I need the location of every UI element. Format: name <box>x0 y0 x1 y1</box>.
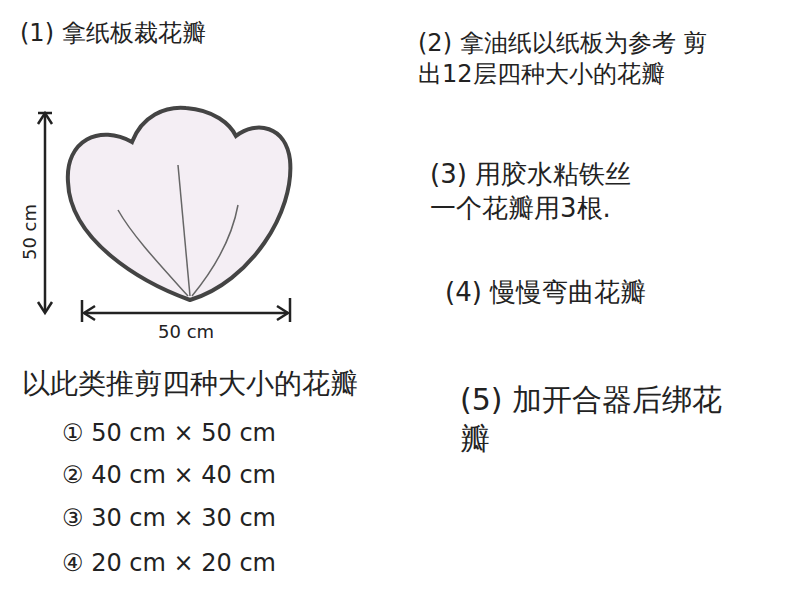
step-text: (3) 用胶水粘铁丝 一个花瓣用3根. <box>430 158 656 226</box>
size-item: ② 40 cm × 40 cm <box>62 460 276 491</box>
dimension-line <box>84 312 288 315</box>
step-text: (4) 慢慢弯曲花瓣 <box>445 276 646 310</box>
dimension-label: 50 cm <box>158 320 214 343</box>
petal-vein <box>178 165 190 296</box>
arrow-head <box>277 306 288 320</box>
step-text: (1) 拿纸板裁花瓣 <box>20 18 206 49</box>
size-item: ① 50 cm × 50 cm <box>62 418 276 449</box>
dimension-line <box>44 113 47 312</box>
size-item: ④ 20 cm × 20 cm <box>62 548 276 579</box>
arrow-head <box>38 302 52 313</box>
arrow-head <box>38 113 52 124</box>
petal-vein <box>118 210 188 296</box>
arrow-head <box>84 306 95 320</box>
petal-outline <box>68 108 291 300</box>
petal-vein <box>192 205 238 296</box>
dimension-tick <box>81 300 84 322</box>
dimension-lines <box>38 113 290 322</box>
note-text: 以此类推剪四种大小的花瓣 <box>22 366 358 402</box>
dimension-label: 50 cm <box>18 204 41 260</box>
dimension-tick <box>289 298 292 322</box>
step-text: (2) 拿油纸以纸板为参考 剪出12层四种大小的花瓣 <box>418 28 710 90</box>
step-text: (5) 加开合器后绑花瓣 <box>460 380 726 458</box>
size-item: ③ 30 cm × 30 cm <box>62 503 276 534</box>
